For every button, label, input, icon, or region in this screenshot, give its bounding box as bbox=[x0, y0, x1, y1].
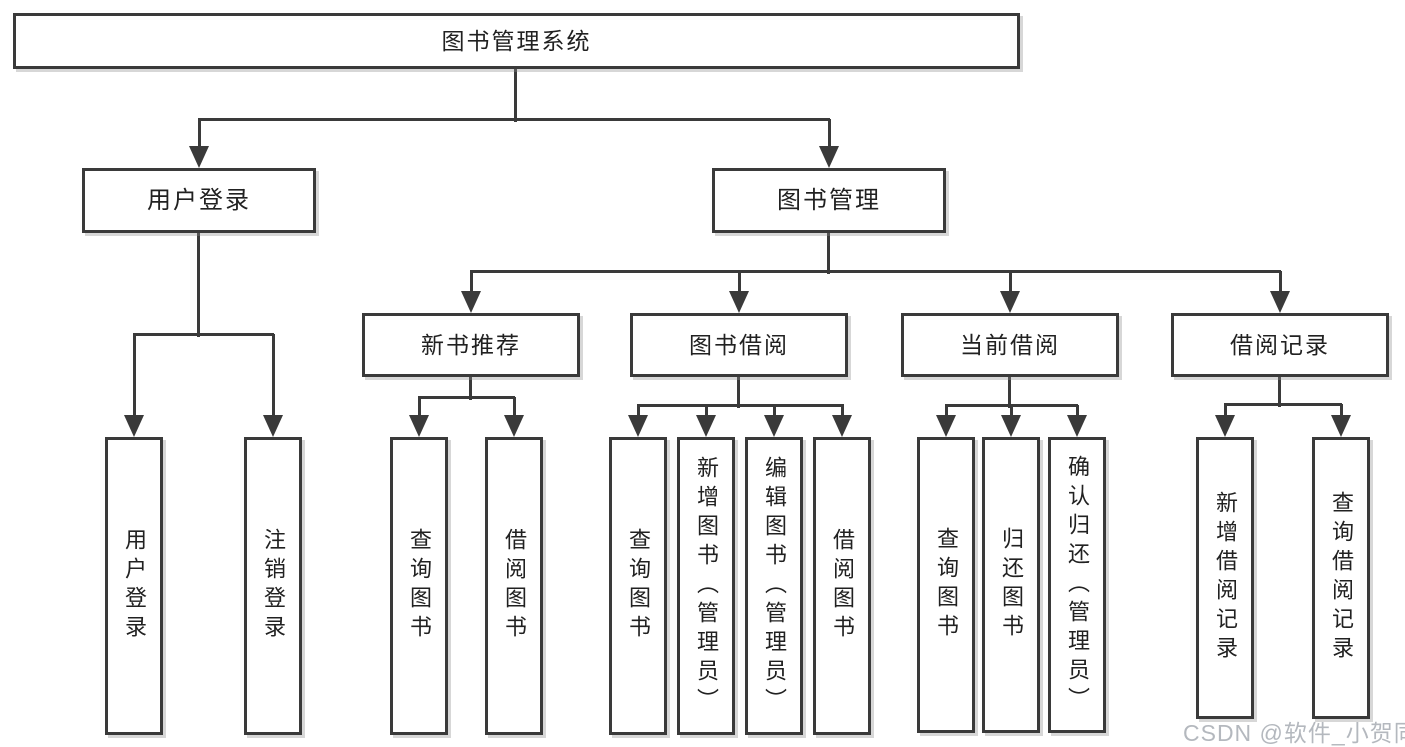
arrow-to-current-borrowing-stem bbox=[1008, 271, 1012, 295]
leaf-user-login: 用户登录 bbox=[105, 437, 163, 735]
node-library-management-system-label: 图书管理系统 bbox=[441, 27, 592, 54]
leaf-query-books-borrowing-label: 查询图书 bbox=[626, 528, 651, 644]
leaf-query-books-recommend-label: 查询图书 bbox=[407, 528, 432, 644]
leaf-query-books-current-label: 查询图书 bbox=[934, 527, 959, 643]
leaf-return-books-label: 归还图书 bbox=[999, 527, 1024, 643]
arrow-to-leaf-query-borrow-record-arrowhead-icon bbox=[1331, 415, 1351, 437]
arrow-to-leaf-confirm-return-admin-arrowhead-icon bbox=[1067, 415, 1087, 437]
arrow-to-user-login-arrowhead-icon bbox=[189, 146, 209, 168]
leaf-confirm-return-admin: 确认归还（管理员） bbox=[1048, 437, 1106, 733]
arrow-to-leaf-logout-login-arrowhead-icon bbox=[263, 415, 283, 437]
leaf-add-borrow-record-label: 新增借阅记录 bbox=[1213, 491, 1238, 665]
stem-user-login bbox=[196, 233, 200, 337]
arrow-to-leaf-return-books-arrowhead-icon bbox=[1001, 415, 1021, 437]
arrow-to-leaf-borrow-books-borrowing-arrowhead-icon bbox=[832, 415, 852, 437]
leaf-query-borrow-record-label: 查询借阅记录 bbox=[1329, 491, 1354, 665]
arrow-to-current-borrowing-arrowhead-icon bbox=[1000, 291, 1020, 313]
bar-book-management-split bbox=[470, 269, 1281, 273]
arrow-to-leaf-user-login-stem bbox=[132, 334, 136, 419]
arrow-to-new-book-recommend-arrowhead-icon bbox=[461, 291, 481, 313]
node-user-login: 用户登录 bbox=[82, 168, 316, 233]
stem-book-borrowing bbox=[736, 377, 740, 408]
leaf-borrow-books-recommend-label: 借阅图书 bbox=[502, 528, 527, 644]
node-library-management-system: 图书管理系统 bbox=[13, 13, 1020, 69]
bar-book-borrowing-split bbox=[637, 403, 844, 407]
leaf-query-books-current: 查询图书 bbox=[917, 437, 975, 733]
arrow-to-leaf-query-books-recommend-arrowhead-icon bbox=[409, 415, 429, 437]
leaf-borrow-books-borrowing-label: 借阅图书 bbox=[830, 528, 855, 644]
arrow-to-book-borrowing-stem bbox=[737, 271, 741, 295]
arrow-to-leaf-add-books-admin-stem bbox=[704, 405, 708, 419]
arrow-to-leaf-query-books-recommend-stem bbox=[417, 397, 421, 419]
node-book-borrowing: 图书借阅 bbox=[630, 313, 848, 377]
leaf-logout-login: 注销登录 bbox=[244, 437, 302, 735]
bar-new-book-recommend-split bbox=[418, 395, 515, 399]
node-book-borrowing-label: 图书借阅 bbox=[689, 331, 789, 358]
node-book-management-label: 图书管理 bbox=[777, 186, 881, 214]
leaf-edit-books-admin: 编辑图书（管理员） bbox=[745, 437, 803, 735]
arrow-to-leaf-borrow-books-borrowing-stem bbox=[840, 405, 844, 419]
arrow-to-leaf-edit-books-admin-arrowhead-icon bbox=[764, 415, 784, 437]
node-new-book-recommend: 新书推荐 bbox=[362, 313, 580, 377]
leaf-edit-books-admin-label: 编辑图书（管理员） bbox=[762, 455, 787, 717]
stem-book-management bbox=[826, 233, 830, 274]
arrow-to-leaf-user-login-arrowhead-icon bbox=[124, 415, 144, 437]
stem-current-borrowing bbox=[1007, 377, 1011, 408]
node-new-book-recommend-label: 新书推荐 bbox=[421, 331, 521, 358]
arrow-to-leaf-query-books-borrowing-stem bbox=[636, 405, 640, 419]
arrow-to-leaf-borrow-books-recommend-stem bbox=[512, 397, 516, 419]
arrow-to-leaf-query-books-current-arrowhead-icon bbox=[936, 415, 956, 437]
leaf-add-borrow-record: 新增借阅记录 bbox=[1196, 437, 1254, 719]
arrow-to-book-management-stem bbox=[827, 119, 831, 150]
arrow-to-leaf-query-borrow-record-stem bbox=[1339, 404, 1343, 419]
leaf-borrow-books-recommend: 借阅图书 bbox=[485, 437, 543, 735]
arrow-to-leaf-return-books-stem bbox=[1009, 405, 1013, 419]
leaf-return-books: 归还图书 bbox=[982, 437, 1040, 733]
csdn-watermark: CSDN @软件_小贺同学 bbox=[1183, 720, 1405, 746]
node-current-borrowing-label: 当前借阅 bbox=[960, 331, 1060, 358]
bar-user-login-split bbox=[133, 332, 274, 336]
arrow-to-leaf-logout-login-stem bbox=[271, 334, 275, 419]
leaf-add-books-admin: 新增图书（管理员） bbox=[677, 437, 735, 735]
leaf-borrow-books-borrowing: 借阅图书 bbox=[813, 437, 871, 735]
bar-root-split bbox=[198, 117, 830, 121]
bar-borrowing-records-split bbox=[1224, 402, 1342, 406]
arrow-to-user-login-stem bbox=[197, 119, 201, 150]
arrow-to-book-borrowing-arrowhead-icon bbox=[729, 291, 749, 313]
arrow-to-borrowing-records-stem bbox=[1278, 271, 1282, 295]
stem-new-book-recommend bbox=[468, 377, 472, 400]
arrow-to-book-management-arrowhead-icon bbox=[819, 146, 839, 168]
arrow-to-leaf-add-books-admin-arrowhead-icon bbox=[696, 415, 716, 437]
leaf-add-books-admin-label: 新增图书（管理员） bbox=[694, 455, 719, 717]
arrow-to-new-book-recommend-stem bbox=[469, 271, 473, 295]
node-borrowing-records-label: 借阅记录 bbox=[1230, 331, 1330, 358]
leaf-confirm-return-admin-label: 确认归还（管理员） bbox=[1065, 454, 1090, 716]
arrow-to-leaf-add-borrow-record-stem bbox=[1223, 404, 1227, 419]
leaf-query-books-borrowing: 查询图书 bbox=[609, 437, 667, 735]
arrow-to-leaf-query-books-borrowing-arrowhead-icon bbox=[628, 415, 648, 437]
stem-root bbox=[513, 69, 517, 122]
leaf-query-books-recommend: 查询图书 bbox=[390, 437, 448, 735]
stem-borrowing-records bbox=[1277, 377, 1281, 407]
arrow-to-leaf-confirm-return-admin-stem bbox=[1075, 405, 1079, 419]
node-book-management: 图书管理 bbox=[712, 168, 946, 233]
leaf-user-login-label: 用户登录 bbox=[122, 528, 147, 644]
leaf-query-borrow-record: 查询借阅记录 bbox=[1312, 437, 1370, 719]
arrow-to-leaf-borrow-books-recommend-arrowhead-icon bbox=[504, 415, 524, 437]
node-borrowing-records: 借阅记录 bbox=[1171, 313, 1389, 377]
arrow-to-leaf-query-books-current-stem bbox=[944, 405, 948, 419]
leaf-logout-login-label: 注销登录 bbox=[261, 528, 286, 644]
node-user-login-label: 用户登录 bbox=[147, 186, 251, 214]
arrow-to-leaf-add-borrow-record-arrowhead-icon bbox=[1215, 415, 1235, 437]
node-current-borrowing: 当前借阅 bbox=[901, 313, 1119, 377]
arrow-to-leaf-edit-books-admin-stem bbox=[772, 405, 776, 419]
arrow-to-borrowing-records-arrowhead-icon bbox=[1270, 291, 1290, 313]
